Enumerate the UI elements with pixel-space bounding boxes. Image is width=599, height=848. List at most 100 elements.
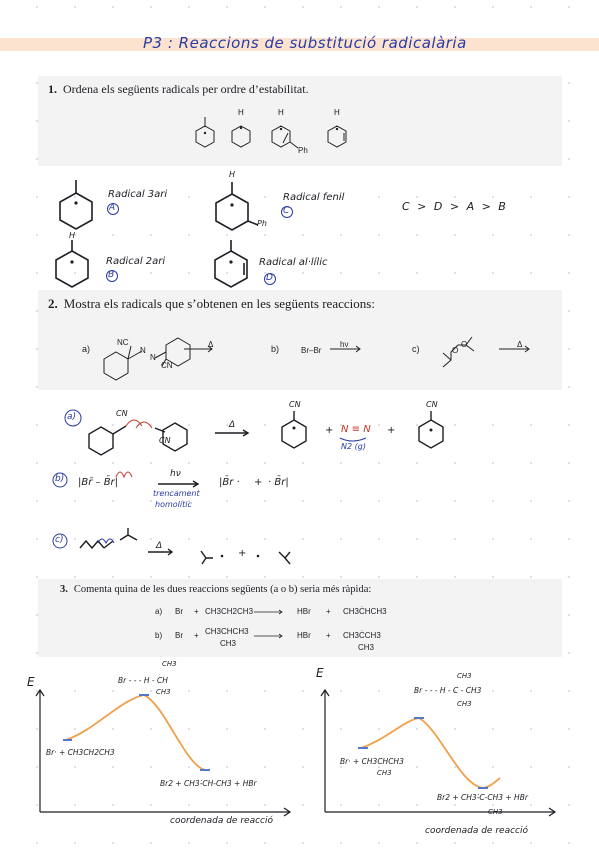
left-graph-reactants: Br· + CH3CH2CH3 <box>46 748 115 757</box>
q2-c-o1: O <box>452 346 459 355</box>
q3-b-plus: + <box>194 631 199 640</box>
a2-a-tag: a) <box>67 412 77 422</box>
q2-c-o2: O <box>461 340 468 349</box>
title-highlight <box>0 38 599 51</box>
a2-a-cond: Δ <box>229 420 236 430</box>
q3-a-substrate: CH3CH2CH3 <box>205 607 254 616</box>
question-3-prompt: Comenta quina de les dues reaccions segü… <box>73 584 372 595</box>
q2-a-nc: NC <box>117 338 129 347</box>
q3-b-plus2: + <box>326 631 331 640</box>
q1-label-h2: H <box>278 108 284 117</box>
left-graph-ts-bot: CH3 <box>156 688 171 696</box>
q1-label-h1: H <box>238 108 244 117</box>
q3-b-substrate: CH3CHCH3 <box>205 627 249 636</box>
q2-b-label: b) <box>271 344 280 354</box>
q2-a-n1: N <box>140 346 146 355</box>
a1-radical-c-h: H <box>229 170 236 179</box>
a1-order: C > D > A > B <box>402 200 508 213</box>
a2-b-plus: + <box>254 477 263 488</box>
q2-a-cn: CN <box>161 361 173 370</box>
question-3-box <box>38 579 562 657</box>
question-1-number: 1. <box>48 82 57 96</box>
q1-hexagon-d <box>327 125 347 148</box>
a2-b-cond: hν <box>170 469 181 479</box>
a2-c-plus: + <box>238 548 247 559</box>
right-graph-reactants: Br· + CH3CHCH3 <box>340 757 404 766</box>
q2-c-label: c) <box>412 344 420 354</box>
a2-b-tag: b) <box>55 474 65 484</box>
q1-label-h3: H <box>334 108 340 117</box>
a2-a-plus1: + <box>325 425 334 436</box>
q3-a-hbr: HBr <box>297 607 311 616</box>
a1-radical-b-name: Radical 2ari <box>106 256 166 267</box>
a1-radical-c-name: Radical fenil <box>283 192 345 203</box>
right-graph-reactants-branch: CH3 <box>377 769 392 777</box>
q3-a-br: Br <box>175 607 183 616</box>
question-3-text: 3. Comenta quina de les dues reaccions se… <box>60 584 371 595</box>
question-2-box <box>38 290 562 390</box>
q3-a-plus: + <box>194 607 199 616</box>
right-graph-e-label: E <box>316 666 324 680</box>
q3-b-substrate-branch: CH3 <box>220 639 237 648</box>
question-1-prompt: Ordena els següents radicals per ordre d… <box>63 82 309 96</box>
a2-a-n2: N ≡ N <box>341 424 371 435</box>
q1-hexagon-b <box>231 125 251 148</box>
energy-curve-left <box>65 694 206 771</box>
a2-c-cond: Δ <box>156 541 163 551</box>
right-graph-ts-top: CH3 <box>457 672 472 680</box>
q2-c-cond: Δ <box>517 340 523 349</box>
energy-curve-right <box>360 717 501 789</box>
page-title: P3 : Reaccions de substitució radicalàri… <box>143 34 467 52</box>
a2-a-cn2: CN <box>159 436 171 445</box>
right-graph-xlabel: coordenada de reacció <box>425 826 528 836</box>
a1-radical-a-name: Radical 3ari <box>108 189 168 200</box>
left-graph-xlabel: coordenada de reacció <box>170 816 273 826</box>
a1-radical-a-letter: A <box>109 203 116 213</box>
q3-b-br: Br <box>175 631 183 640</box>
q2-b-reagent: Br–Br <box>301 346 322 355</box>
a1-radical-d-name: Radical al·lílic <box>259 257 328 268</box>
q2-b-cond: hν <box>340 340 349 349</box>
q3-b-product-branch: CH3 <box>358 643 375 652</box>
a2-b-left: |Br̄ – B̄r| <box>78 477 119 488</box>
q2-a-label: a) <box>82 344 91 354</box>
a2-a-cn1: CN <box>116 409 128 418</box>
question-2-number: 2. <box>48 296 58 311</box>
a1-radical-b-h: H <box>69 231 76 240</box>
left-graph-products: Br2 + CH3-̇CH-CH3 + HBr <box>160 779 257 788</box>
a1-radical-d-letter: D <box>266 273 273 283</box>
left-graph-ts: Br - - - H - CH <box>118 676 168 685</box>
right-graph-products: Br2 + CH3-̇C-CH3 + HBr <box>437 793 528 802</box>
right-graph-ts-bot: CH3 <box>457 700 472 708</box>
question-3-number: 3. <box>60 584 68 595</box>
question-2-prompt: Mostra els radicals que s’obtenen en les… <box>63 296 375 311</box>
a2-b-note1: trencament <box>153 489 200 498</box>
left-graph-e-label: E <box>27 675 35 689</box>
left-graph-ts-top: CH3 <box>162 660 177 668</box>
a2-a-cn4: CN <box>426 400 438 409</box>
question-1-box <box>38 76 562 166</box>
a1-radical-c-ph: Ph <box>257 219 267 228</box>
q1-hexagon-c <box>271 125 291 148</box>
q3-b-label: b) <box>155 631 163 640</box>
a2-a-cn3: CN <box>289 400 301 409</box>
a2-b-r1: |B̄r · <box>219 477 240 488</box>
question-1-text: 1. Ordena els següents radicals per ordre… <box>48 82 309 97</box>
q2-a-n2: N <box>150 353 156 362</box>
q3-b-hbr: HBr <box>297 631 311 640</box>
a2-b-r2: · B̄r| <box>268 477 289 488</box>
a1-radical-c-letter: C <box>283 206 290 216</box>
q3-a-plus2: + <box>326 607 331 616</box>
right-graph-ts: Br - - - H - C - CH3 <box>414 686 482 695</box>
q3-b-product: CH3ĊCH3 <box>343 631 381 640</box>
q2-a-cond: Δ <box>208 340 214 349</box>
q1-hexagon-a <box>195 125 215 148</box>
q3-a-product: CH3ĊHCH3 <box>343 607 387 616</box>
a2-c-tag: c) <box>55 535 64 545</box>
